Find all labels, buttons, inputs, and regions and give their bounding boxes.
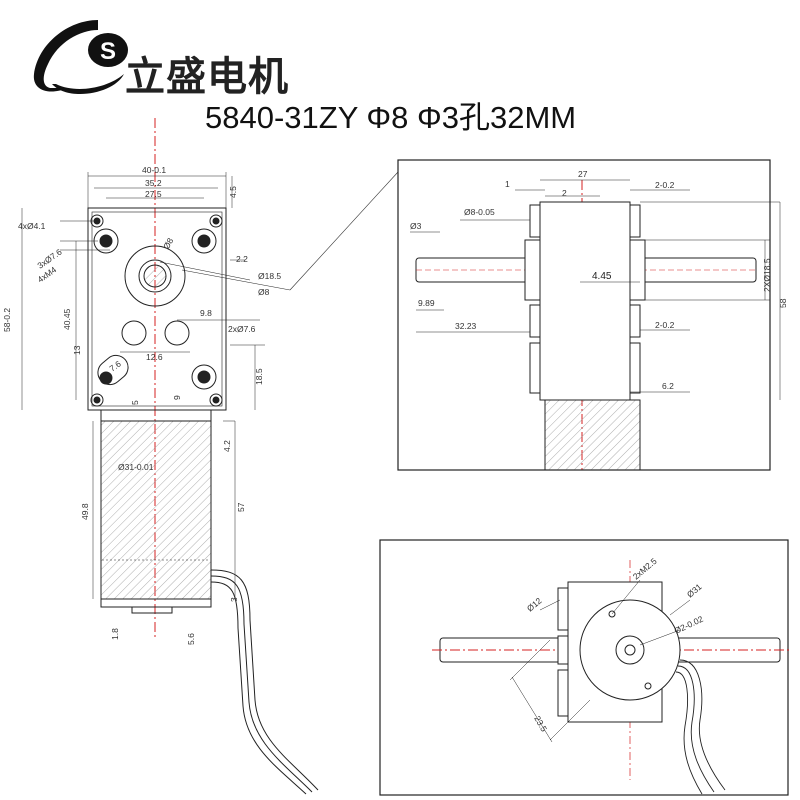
dim-side-d8: Ø8-0.05 — [464, 207, 495, 217]
dim-side-6-2: 6.2 — [662, 381, 674, 391]
dim-hole-pair: 2xØ7.6 — [228, 324, 256, 334]
front-view — [21, 118, 319, 795]
dim-bottom-d2-0-02: Ø2-0.02 — [673, 614, 705, 636]
dim-width-total: 40-0.1 — [142, 165, 166, 175]
dim-bottom-3: 3 — [229, 597, 239, 602]
dim-width-hole: 27.5 — [145, 189, 162, 199]
motor-end-circle — [579, 599, 681, 701]
brand-name: 立盛电机 — [125, 54, 289, 100]
dim-side-58: 58 — [778, 298, 788, 308]
dim-bottom-d31: Ø31 — [685, 581, 704, 599]
dim-side-27: 27 — [578, 169, 588, 179]
dim-mount-holes: 4xØ4.1 — [18, 221, 46, 231]
dim-side-2x18-5: 2XØ18.5 — [762, 258, 772, 292]
corner-holes — [90, 214, 223, 407]
dim-motor-dia: Ø31-0.01 — [118, 462, 154, 472]
dim-bottom-18-5: 18.5 — [254, 368, 264, 385]
front-view-labels: 40-0.1 35.2 27.5 4.5 58-0.2 40.45 4xØ4.1… — [2, 165, 281, 645]
dim-height-total: 58-0.2 — [2, 308, 12, 332]
dim-side-2: 2 — [562, 188, 567, 198]
side-view-labels: 27 1 2 2-0.2 Ø3 Ø8-0.05 4.45 2XØ18.5 58 … — [410, 169, 788, 391]
dim-offset-2-2: 2.2 — [236, 254, 248, 264]
brand-logo: S — [33, 20, 128, 95]
dim-spacing-9-8: 9.8 — [200, 308, 212, 318]
dim-motor-total: 57 — [236, 502, 246, 512]
dim-slot-13: 13 — [72, 345, 82, 355]
dim-spacing-12-6: 12.6 — [146, 352, 163, 362]
bottom-view — [379, 539, 790, 796]
dim-top-offset: 4.5 — [228, 186, 238, 198]
side-gearbox — [539, 201, 631, 401]
dim-height-holes: 40.45 — [62, 308, 72, 330]
dim-bottom-1-8: 1.8 — [110, 628, 120, 640]
dim-side-2-0-2-mid: 2-0.2 — [655, 320, 675, 330]
dim-bottom-thread: 2xM2.5 — [631, 556, 659, 582]
dim-width-inner: 35.2 — [145, 178, 162, 188]
dim-side-1: 1 — [505, 179, 510, 189]
dim-gap-4-2: 4.2 — [222, 440, 232, 452]
dim-bottom-5: 5 — [130, 400, 140, 405]
dim-bottom-d12: Ø12 — [525, 595, 544, 613]
bottom-view-frame — [379, 539, 789, 796]
dim-shaft-label: Ø8 — [258, 287, 270, 297]
dim-side-d3: Ø3 — [410, 221, 422, 231]
motor-body — [100, 420, 212, 600]
dim-side-2-0-2-top: 2-0.2 — [655, 180, 675, 190]
dim-shaft-dia: Ø8 — [161, 236, 175, 251]
dim-side-4-45: 4.45 — [592, 271, 612, 282]
model-title: 5840-31ZY Φ8 Φ3孔32MM — [205, 100, 577, 135]
dim-boss-dia: Ø18.5 — [258, 271, 281, 281]
logo-letter: S — [100, 38, 116, 65]
dim-bottom-9: 9 — [172, 395, 182, 400]
dim-bottom-5-6: 5.6 — [186, 633, 196, 645]
dim-bottom-23-5: 23.5 — [532, 714, 549, 734]
side-view — [397, 159, 781, 471]
leader-line — [289, 171, 399, 291]
dim-slot-7-6: 7.6 — [107, 359, 123, 374]
dim-motor-len: 49.8 — [80, 503, 90, 520]
dim-side-32-23: 32.23 — [455, 321, 477, 331]
dim-side-9-89: 9.89 — [418, 298, 435, 308]
